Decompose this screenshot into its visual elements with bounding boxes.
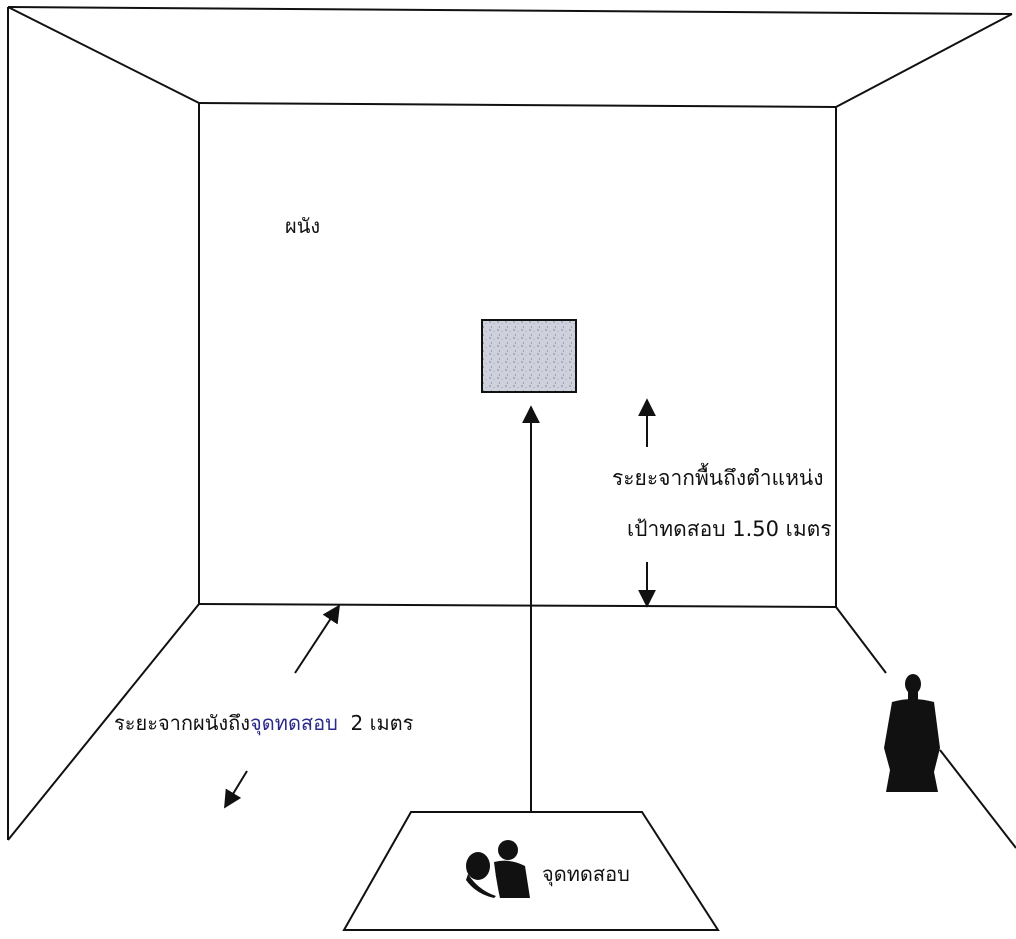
floor-left-diagonal xyxy=(7,603,200,841)
ceiling-front-edge xyxy=(7,6,1013,15)
height-label-line-2: เป้าทดสอบ 1.50 เมตร xyxy=(627,517,832,541)
back-wall-bottom xyxy=(198,603,837,608)
distance-label-highlight: จุดทดสอบ xyxy=(250,711,338,735)
ceiling-left-diagonal xyxy=(7,6,200,104)
distance-label-suffix: 2 เมตร xyxy=(337,711,414,735)
back-wall-top xyxy=(198,102,837,108)
distance-label-prefix: ระยะจากผนังถึง xyxy=(114,711,251,735)
distance-arrow-down xyxy=(224,770,248,809)
athlete-silhouette-icon xyxy=(466,840,530,898)
distance-arrow-up xyxy=(294,604,340,674)
test-zone-floor xyxy=(342,811,720,931)
distance-label: ระยะจากผนังถึงจุดทดสอบ 2 เมตร xyxy=(114,707,413,739)
target-square-icon xyxy=(481,319,577,393)
ceiling-right-diagonal xyxy=(835,13,1013,108)
test-point-label: จุดทดสอบ xyxy=(542,862,630,886)
person-silhouette-icon xyxy=(884,674,940,792)
floor-right-diagonal-2 xyxy=(939,749,1016,849)
floor-right-diagonal-1 xyxy=(835,606,887,674)
wall-label: ผนัง xyxy=(285,214,321,238)
height-label-line-1: ระยะจากพื้นถึงตำแหน่ง xyxy=(612,466,824,490)
room-outline xyxy=(7,6,1016,849)
